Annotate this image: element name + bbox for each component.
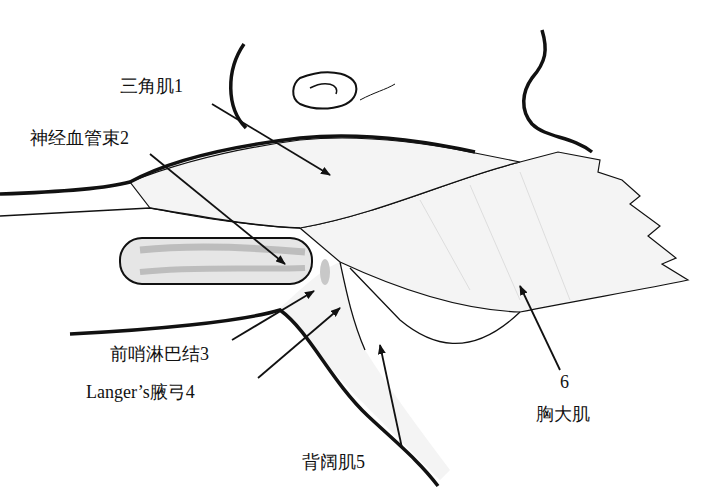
muscle-label: 背阔肌5 [300,452,367,474]
node-label: 前哨淋巴结3 [108,344,211,366]
callout-number: 6 [558,372,571,394]
muscle-label: 三角肌1 [118,76,185,98]
structure-label: 神经血管束2 [28,128,131,150]
muscle-label: 胸大肌 [534,404,592,426]
arch-label: Langer’s腋弓4 [84,382,197,404]
